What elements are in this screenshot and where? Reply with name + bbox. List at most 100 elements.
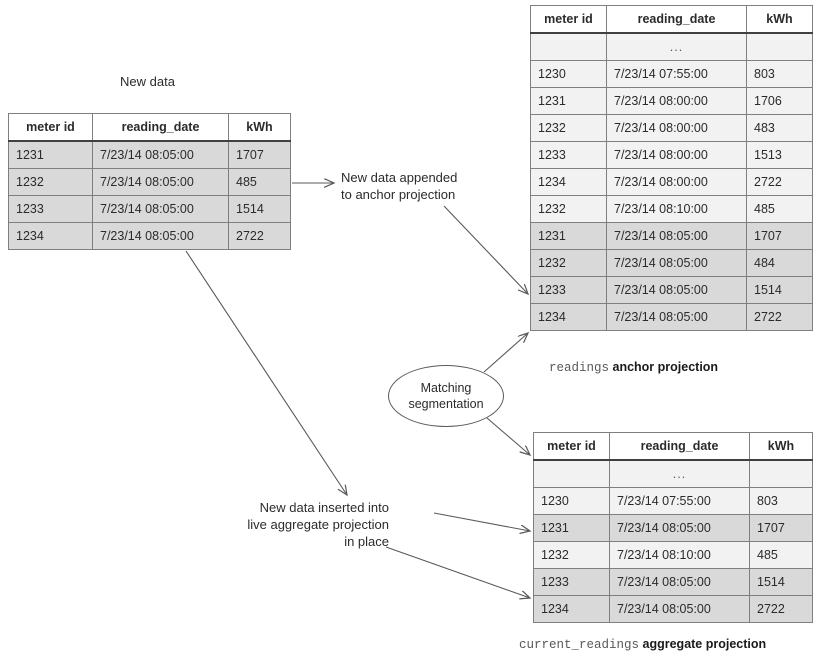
cell-kwh: 1707 bbox=[228, 140, 291, 169]
new-data-label: New data bbox=[120, 74, 175, 89]
ellipse-line-2: segmentation bbox=[408, 397, 484, 411]
note-line-2: live aggregate projection bbox=[247, 517, 389, 532]
column-header-meter-id: meter id bbox=[8, 113, 93, 142]
cell-blank bbox=[746, 32, 813, 61]
cell-reading-date: 7/23/14 08:05:00 bbox=[609, 514, 750, 542]
cell-kwh: 2722 bbox=[746, 303, 813, 331]
table-row: 1233 7/23/14 08:05:00 1514 bbox=[530, 276, 813, 304]
current-readings-aggregate-projection-table: meter id reading_date kWh ... 1230 7/23/… bbox=[533, 432, 813, 623]
arrow-matching-to-aggregate-table bbox=[486, 417, 530, 455]
cell-kwh: 485 bbox=[746, 195, 813, 223]
cell-meter-id: 1234 bbox=[533, 595, 610, 623]
cell-reading-date: 7/23/14 08:00:00 bbox=[606, 87, 747, 115]
cell-reading-date: 7/23/14 08:05:00 bbox=[606, 249, 747, 277]
cell-meter-id: 1234 bbox=[8, 222, 93, 250]
cell-reading-date: 7/23/14 07:55:00 bbox=[609, 487, 750, 515]
cell-reading-date: 7/23/14 07:55:00 bbox=[606, 60, 747, 88]
cell-kwh: 1514 bbox=[228, 195, 291, 223]
matching-segmentation-ellipse: Matching segmentation bbox=[388, 365, 504, 427]
cell-meter-id: 1231 bbox=[533, 514, 610, 542]
new-data-table: meter id reading_date kWh 1231 7/23/14 0… bbox=[8, 113, 291, 250]
cell-reading-date: 7/23/14 08:05:00 bbox=[606, 303, 747, 331]
table-row: 1234 7/23/14 08:00:00 2722 bbox=[530, 168, 813, 196]
note-new-data-appended: New data appended to anchor projection bbox=[341, 169, 521, 203]
cell-meter-id: 1233 bbox=[533, 568, 610, 596]
cell-kwh: 2722 bbox=[749, 595, 813, 623]
note-line-1: New data inserted into bbox=[259, 500, 389, 515]
cell-kwh: 2722 bbox=[746, 168, 813, 196]
cell-kwh: 483 bbox=[746, 114, 813, 142]
arrow-appended-note-to-anchor-table bbox=[443, 205, 528, 294]
table-row: 1234 7/23/14 08:05:00 2722 bbox=[530, 303, 813, 331]
readings-anchor-projection-table: meter id reading_date kWh ... 1230 7/23/… bbox=[530, 5, 813, 331]
cell-kwh: 485 bbox=[228, 168, 291, 196]
arrow-inserted-note-to-aggregate-row-1231 bbox=[433, 512, 530, 531]
table-row: 1230 7/23/14 07:55:00 803 bbox=[533, 487, 813, 515]
cell-reading-date: 7/23/14 08:00:00 bbox=[606, 114, 747, 142]
column-header-reading-date: reading_date bbox=[609, 432, 750, 461]
cell-meter-id: 1230 bbox=[533, 487, 610, 515]
table-row: 1232 7/23/14 08:05:00 484 bbox=[530, 249, 813, 277]
table-header-row: meter id reading_date kWh bbox=[533, 432, 813, 461]
cell-meter-id: 1232 bbox=[530, 195, 607, 223]
table-header-row: meter id reading_date kWh bbox=[8, 113, 291, 142]
table-row-ellipsis: ... bbox=[533, 459, 813, 488]
table-row: 1233 7/23/14 08:00:00 1513 bbox=[530, 141, 813, 169]
table-row: 1231 7/23/14 08:00:00 1706 bbox=[530, 87, 813, 115]
cell-kwh: 803 bbox=[746, 60, 813, 88]
cell-kwh: 1706 bbox=[746, 87, 813, 115]
cell-reading-date: 7/23/14 08:05:00 bbox=[606, 222, 747, 250]
cell-kwh: 803 bbox=[749, 487, 813, 515]
cell-reading-date: 7/23/14 08:05:00 bbox=[609, 568, 750, 596]
cell-kwh: 484 bbox=[746, 249, 813, 277]
cell-meter-id: 1231 bbox=[530, 87, 607, 115]
table-row: 1231 7/23/14 08:05:00 1707 bbox=[530, 222, 813, 250]
cell-meter-id: 1230 bbox=[530, 60, 607, 88]
table-row-ellipsis: ... bbox=[530, 32, 813, 61]
note-new-data-inserted: New data inserted into live aggregate pr… bbox=[209, 499, 389, 550]
note-line-2: to anchor projection bbox=[341, 187, 456, 202]
cell-reading-date: 7/23/14 08:10:00 bbox=[606, 195, 747, 223]
cell-reading-date: 7/23/14 08:05:00 bbox=[92, 222, 229, 250]
caption-projection-type: aggregate projection bbox=[642, 637, 767, 651]
table-row: 1234 7/23/14 08:05:00 2722 bbox=[8, 222, 291, 250]
cell-reading-date: 7/23/14 08:05:00 bbox=[606, 276, 747, 304]
column-header-kwh: kWh bbox=[749, 432, 813, 461]
cell-reading-date: 7/23/14 08:10:00 bbox=[609, 541, 750, 569]
cell-ellipsis: ... bbox=[606, 32, 747, 61]
column-header-reading-date: reading_date bbox=[92, 113, 229, 142]
note-line-3: in place bbox=[344, 534, 389, 549]
cell-reading-date: 7/23/14 08:05:00 bbox=[609, 595, 750, 623]
cell-meter-id: 1234 bbox=[530, 303, 607, 331]
cell-ellipsis: ... bbox=[609, 459, 750, 488]
cell-kwh: 1514 bbox=[746, 276, 813, 304]
cell-blank bbox=[749, 459, 813, 488]
table-header-row: meter id reading_date kWh bbox=[530, 5, 813, 34]
arrow-matching-to-anchor-table bbox=[483, 333, 528, 373]
cell-meter-id: 1231 bbox=[530, 222, 607, 250]
cell-reading-date: 7/23/14 08:05:00 bbox=[92, 195, 229, 223]
cell-kwh: 1513 bbox=[746, 141, 813, 169]
cell-meter-id: 1232 bbox=[530, 114, 607, 142]
table-row: 1231 7/23/14 08:05:00 1707 bbox=[533, 514, 813, 542]
cell-kwh: 1514 bbox=[749, 568, 813, 596]
cell-meter-id: 1232 bbox=[533, 541, 610, 569]
table-row: 1231 7/23/14 08:05:00 1707 bbox=[8, 140, 291, 169]
cell-kwh: 485 bbox=[749, 541, 813, 569]
cell-kwh: 1707 bbox=[749, 514, 813, 542]
column-header-meter-id: meter id bbox=[530, 5, 607, 34]
cell-blank bbox=[533, 459, 610, 488]
cell-meter-id: 1233 bbox=[8, 195, 93, 223]
cell-meter-id: 1231 bbox=[8, 140, 93, 169]
caption-projection-type: anchor projection bbox=[612, 360, 719, 374]
table-row: 1232 7/23/14 08:05:00 485 bbox=[8, 168, 291, 196]
caption-table-name: readings bbox=[549, 361, 610, 375]
cell-kwh: 1707 bbox=[746, 222, 813, 250]
aggregate-projection-caption: current_readings aggregate projection bbox=[519, 637, 766, 652]
table-row: 1233 7/23/14 08:05:00 1514 bbox=[8, 195, 291, 223]
column-header-kwh: kWh bbox=[228, 113, 291, 142]
arrow-newdata-to-inserted-note bbox=[185, 250, 347, 495]
cell-meter-id: 1232 bbox=[8, 168, 93, 196]
cell-reading-date: 7/23/14 08:05:00 bbox=[92, 140, 229, 169]
cell-reading-date: 7/23/14 08:00:00 bbox=[606, 141, 747, 169]
